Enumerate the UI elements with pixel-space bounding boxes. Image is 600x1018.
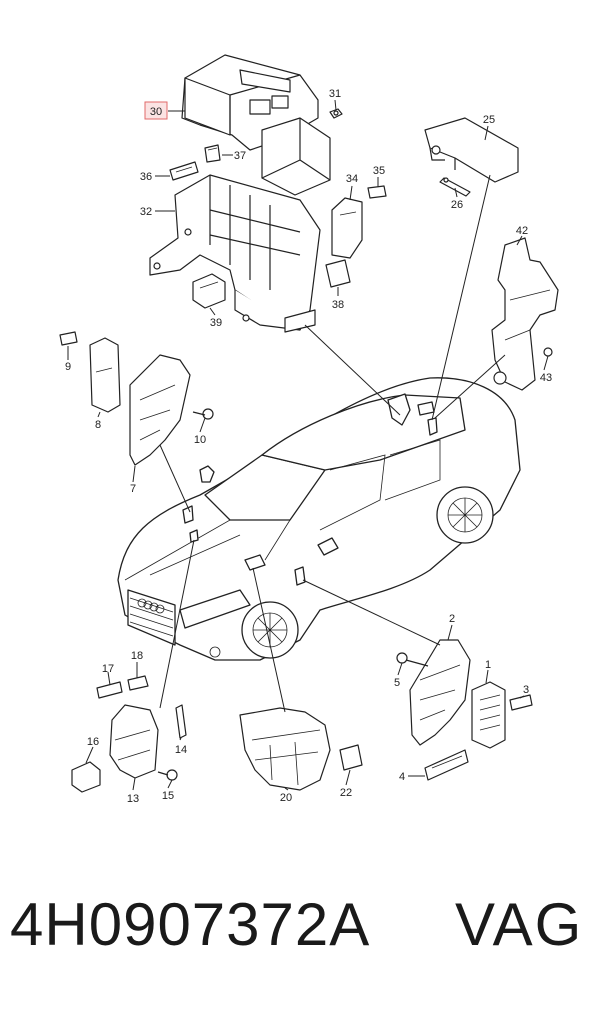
callout-36-label[interactable]: 36 [140, 171, 152, 183]
callout-42-label[interactable]: 42 [516, 225, 528, 237]
callout-9-label[interactable]: 9 [65, 361, 71, 373]
callout-8-label[interactable]: 8 [95, 419, 101, 431]
callout-2-label[interactable]: 2 [449, 613, 455, 625]
brand-text: VAG [455, 891, 584, 958]
part-26-bracket[interactable] [439, 177, 471, 197]
callout-37-label[interactable]: 37 [234, 150, 246, 162]
callout-30-label: 30 [150, 106, 162, 118]
part-8-cover[interactable] [89, 337, 121, 413]
callout-3-label[interactable]: 3 [523, 684, 529, 696]
callout-20-label[interactable]: 20 [280, 792, 292, 804]
callout-31-label[interactable]: 31 [329, 88, 341, 100]
part-18-fuse[interactable] [127, 675, 149, 691]
callout-32-label[interactable]: 32 [140, 206, 152, 218]
part-43-nut[interactable] [543, 347, 553, 357]
callout-13-label[interactable]: 13 [127, 793, 139, 805]
part-10-bolt[interactable] [192, 408, 214, 420]
callout-4-label[interactable]: 4 [399, 771, 405, 783]
part-1-module[interactable] [471, 681, 506, 749]
callout-39-label[interactable]: 39 [210, 317, 222, 329]
callout-22-label[interactable]: 22 [340, 787, 352, 799]
part-32-bracket[interactable] [149, 174, 321, 333]
part-30-control-unit[interactable] [181, 54, 331, 196]
part-4-fuse-strip[interactable] [424, 749, 469, 781]
callout-17-label[interactable]: 17 [102, 663, 114, 675]
callout-43-label[interactable]: 43 [540, 372, 552, 384]
part-number-text: 4H0907372A [10, 891, 371, 958]
part-13-bracket[interactable] [109, 704, 159, 779]
parts-exploded-diagram: 30 31 37 36 34 35 32 25 26 42 38 39 9 8 … [59, 54, 559, 805]
part-20-bracket[interactable] [239, 707, 331, 791]
part-36-fuse[interactable] [169, 161, 199, 181]
callout-34-label[interactable]: 34 [346, 173, 358, 185]
callout-35-label[interactable]: 35 [373, 165, 385, 177]
callout-1-label[interactable]: 1 [485, 659, 491, 671]
callout-labels: 30 31 37 36 34 35 32 25 26 42 38 39 9 8 … [65, 88, 552, 805]
leader-lines [67, 99, 549, 791]
part-42-bracket[interactable] [491, 237, 559, 391]
part-25-control-module[interactable] [424, 117, 519, 183]
part-7-bracket[interactable] [129, 354, 191, 466]
part-16-connector[interactable] [71, 761, 101, 793]
part-15-bolt[interactable] [157, 769, 178, 781]
car-illustration [117, 377, 521, 661]
callout-18-label[interactable]: 18 [131, 650, 143, 662]
callout-30[interactable]: 30 [144, 101, 168, 120]
callout-15-label[interactable]: 15 [162, 790, 174, 802]
callout-14-label[interactable]: 14 [175, 744, 187, 756]
part-35-relay[interactable] [367, 185, 387, 199]
part-14-strap[interactable] [175, 704, 187, 739]
part-9-fuse[interactable] [59, 331, 78, 346]
part-39-connector[interactable] [192, 273, 226, 309]
part-17-fuse[interactable] [96, 681, 123, 699]
callout-7-label[interactable]: 7 [130, 483, 136, 495]
part-38-relay[interactable] [325, 259, 351, 288]
callout-26-label[interactable]: 26 [451, 199, 463, 211]
callout-5-label[interactable]: 5 [394, 677, 400, 689]
part-37-clip[interactable] [204, 144, 221, 163]
callout-10-label[interactable]: 10 [194, 434, 206, 446]
part-31-bolt[interactable] [329, 108, 343, 119]
callout-16-label[interactable]: 16 [87, 736, 99, 748]
callout-38-label[interactable]: 38 [332, 299, 344, 311]
part-22-relay[interactable] [339, 744, 363, 771]
callout-25-label[interactable]: 25 [483, 114, 495, 126]
part-2-bracket[interactable] [409, 639, 471, 746]
part-34-cover[interactable] [331, 197, 363, 259]
